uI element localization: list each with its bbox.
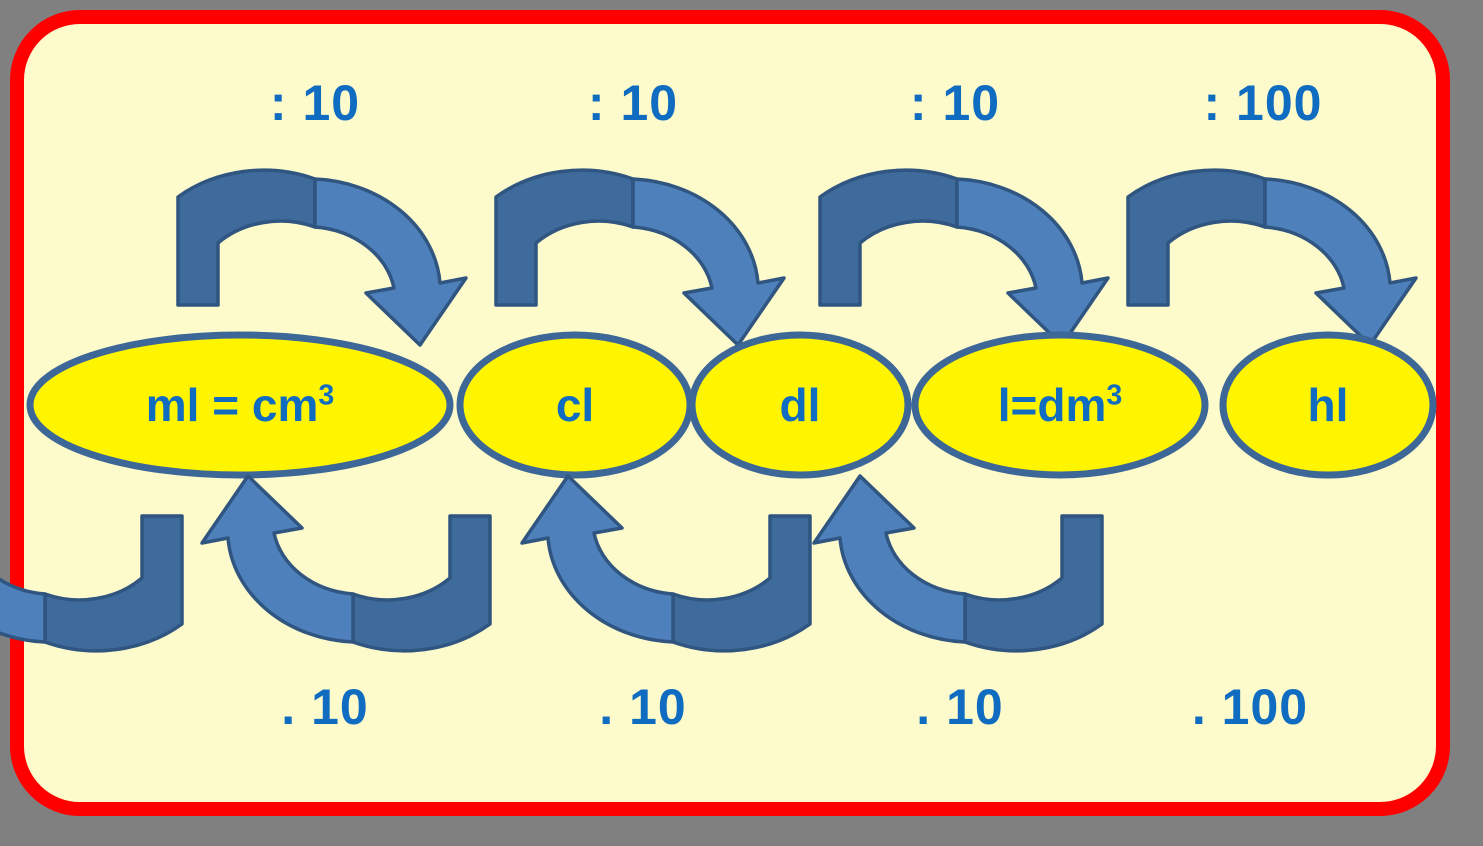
unit-label-dl: dl xyxy=(780,382,821,428)
unit-text: hl xyxy=(1307,379,1349,431)
multiply-arrow-2 xyxy=(200,474,492,653)
multiply-label-2: . 10 xyxy=(599,679,687,735)
divide-label-4: : 100 xyxy=(1203,75,1323,131)
multiply-arrow-4 xyxy=(812,474,1104,653)
divide-arrow-1 xyxy=(176,168,468,347)
arc-segment-dark xyxy=(351,514,492,653)
divide-label-2: : 10 xyxy=(587,75,679,131)
arc-segment-dark xyxy=(818,168,959,307)
arrowhead-segment-light xyxy=(955,177,1110,347)
unit-label-ml: ml = cm3 xyxy=(145,379,335,431)
divide-label-1: : 10 xyxy=(269,75,361,131)
arc-segment-dark xyxy=(176,168,317,307)
unit-exponent: 3 xyxy=(1106,379,1123,412)
arrowhead-segment-light xyxy=(200,474,355,644)
unit-ellipse-dl[interactable] xyxy=(688,331,912,479)
unit-ellipse-hl[interactable] xyxy=(1219,331,1437,479)
unit-text: ml = cm xyxy=(145,379,319,431)
unit-label-l: l=dm3 xyxy=(997,379,1123,431)
arrowhead-segment-light xyxy=(313,177,468,347)
arrowhead-segment-light xyxy=(631,177,786,347)
multiply-arrow-3 xyxy=(520,474,812,653)
multiply-label-3: . 10 xyxy=(916,679,1004,735)
arrowhead-segment-light xyxy=(1263,177,1418,347)
divide-label-3: : 10 xyxy=(909,75,1001,131)
arc-segment-dark xyxy=(963,514,1104,653)
divide-arrow-2 xyxy=(494,168,786,347)
arrowhead-segment-light xyxy=(812,474,967,644)
arrowhead-segment-light xyxy=(520,474,675,644)
multiply-label-4: . 100 xyxy=(1191,679,1309,735)
divide-arrow-3 xyxy=(818,168,1110,347)
arc-segment-dark xyxy=(494,168,635,307)
arrowhead-segment-light xyxy=(0,474,47,644)
multiply-arrow-1 xyxy=(0,474,184,653)
multiply-label-1: . 10 xyxy=(281,679,369,735)
unit-text: l=dm xyxy=(997,379,1107,431)
arc-segment-dark xyxy=(43,514,184,653)
unit-text: dl xyxy=(779,379,821,431)
arc-segment-dark xyxy=(671,514,812,653)
unit-text: cl xyxy=(555,379,595,431)
arc-segment-dark xyxy=(1126,168,1267,307)
unit-label-cl: cl xyxy=(556,382,594,428)
unit-label-hl: hl xyxy=(1308,382,1349,428)
unit-exponent: 3 xyxy=(318,379,335,412)
divide-arrow-4 xyxy=(1126,168,1418,347)
unit-ellipse-l[interactable] xyxy=(911,331,1209,479)
unit-ellipse-ml[interactable] xyxy=(26,331,454,479)
